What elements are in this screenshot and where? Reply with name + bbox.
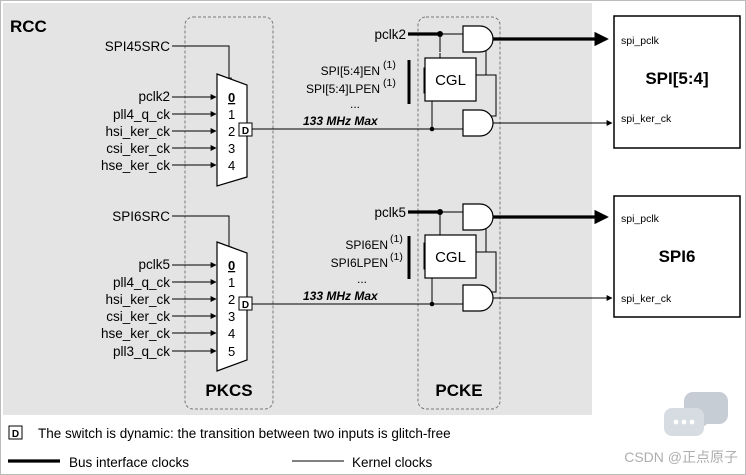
spi45-lpen-label: SPI[5:4]LPEN bbox=[306, 82, 380, 96]
spi6-peripheral-block bbox=[613, 195, 741, 318]
rcc-label: RCC bbox=[10, 17, 47, 36]
spi6-lpen-label: SPI6LPEN bbox=[331, 256, 388, 270]
spi6-en-label: SPI6EN bbox=[345, 238, 388, 252]
spi6-bus-and-gate bbox=[462, 203, 494, 231]
spi45-bus-clock-label: pclk2 bbox=[374, 27, 406, 42]
spi45-mux-index-4: 4 bbox=[228, 158, 235, 173]
spi6-cgl-label: CGL bbox=[435, 249, 466, 266]
spi45-mux bbox=[216, 73, 248, 187]
spi6-mux-index-3: 3 bbox=[228, 309, 235, 324]
spi6-input-4: hse_ker_ck bbox=[101, 326, 170, 341]
watermark-text: CSDN @正点原子 bbox=[624, 449, 738, 465]
spi45-mux-index-1: 1 bbox=[228, 107, 235, 122]
legend-bus-text: Bus interface clocks bbox=[69, 455, 189, 470]
spi6-mux bbox=[216, 241, 248, 372]
spi45-input-4: hse_ker_ck bbox=[101, 158, 170, 173]
legend-dynamic-switch-icon bbox=[8, 425, 23, 440]
spi6-port-kernel: spi_ker_ck bbox=[621, 293, 672, 305]
spi45-mux-index-3: 3 bbox=[228, 141, 235, 156]
spi45-more-label: ... bbox=[350, 97, 360, 111]
spi54-port-kernel: spi_ker_ck bbox=[621, 113, 672, 125]
legend-kernel-text: Kernel clocks bbox=[352, 455, 433, 470]
spi45-input-0: pclk2 bbox=[138, 89, 170, 104]
spi54-peripheral-label: SPI[5:4] bbox=[645, 69, 708, 88]
spi6-en-note: (1) bbox=[390, 233, 403, 245]
spi6-mux-index-4: 4 bbox=[228, 326, 235, 341]
spi6-lpen-note: (1) bbox=[390, 251, 403, 263]
rcc-area bbox=[3, 3, 592, 415]
spi6src-label: SPI6SRC bbox=[112, 209, 170, 224]
watermark: CSDN @正点原子 bbox=[624, 392, 738, 465]
spi6-peripheral-label: SPI6 bbox=[659, 247, 696, 266]
spi45src-label: SPI45SRC bbox=[105, 39, 171, 54]
spi6-mux-index-0: 0 bbox=[228, 258, 235, 273]
spi45-input-1: pll4_q_ck bbox=[113, 107, 170, 122]
spi6-bus-clock-label: pclk5 bbox=[374, 205, 406, 220]
spi6-input-3: csi_ker_ck bbox=[106, 309, 170, 324]
spi45-cgl-label: CGL bbox=[435, 72, 466, 89]
spi6-mux-index-5: 5 bbox=[228, 344, 235, 359]
spi6-input-0: pclk5 bbox=[138, 257, 170, 272]
spi6-d-glyph: D bbox=[242, 300, 249, 311]
spi6-max-freq: 133 MHz Max bbox=[303, 289, 379, 303]
spi6-group: SPI6SRC D pclk5 pll4_q_ck hsi_ker_ck csi… bbox=[101, 195, 741, 372]
spi45-mux-index-0: 0 bbox=[228, 90, 235, 105]
spi45-en-label: SPI[5:4]EN bbox=[321, 64, 380, 78]
spi45-d-glyph: D bbox=[242, 126, 249, 137]
pkcs-block bbox=[184, 16, 274, 410]
spi45-input-2: hsi_ker_ck bbox=[105, 124, 170, 139]
spi6-input-1: pll4_q_ck bbox=[113, 275, 170, 290]
spi6-cgl-block bbox=[424, 234, 477, 279]
pcke-block bbox=[417, 16, 501, 410]
spi45-kernel-and-gate bbox=[462, 109, 494, 137]
spi45-cgl-block bbox=[424, 57, 477, 102]
legend: D The switch is dynamic: the transition … bbox=[8, 425, 451, 470]
spi6-kernel-and-gate bbox=[462, 284, 494, 312]
spi6-mux-index-2: 2 bbox=[228, 292, 235, 307]
pkcs-label: PKCS bbox=[205, 381, 252, 400]
spi45-mux-index-2: 2 bbox=[228, 124, 235, 139]
spi54-peripheral-block bbox=[613, 15, 741, 149]
spi6-mux-index-1: 1 bbox=[228, 275, 235, 290]
spi6-input-2: hsi_ker_ck bbox=[105, 292, 170, 307]
spi45-lpen-note: (1) bbox=[383, 77, 396, 89]
spi45-en-note: (1) bbox=[383, 59, 396, 71]
spi45-bus-and-gate bbox=[462, 25, 494, 53]
legend-d-glyph: D bbox=[12, 429, 19, 440]
spi45-group: SPI45SRC D pclk2 pll4_q_ck hsi_ker_ck cs… bbox=[101, 15, 741, 187]
spi6-port-bus: spi_pclk bbox=[621, 213, 660, 225]
spi6-more-label: ... bbox=[357, 272, 367, 286]
pcke-label: PCKE bbox=[435, 381, 482, 400]
spi45-input-3: csi_ker_ck bbox=[106, 141, 170, 156]
spi6-input-5: pll3_q_ck bbox=[113, 344, 170, 359]
legend-dynamic-text: The switch is dynamic: the transition be… bbox=[38, 426, 451, 441]
spi54-port-bus: spi_pclk bbox=[621, 35, 660, 47]
spi45-max-freq: 133 MHz Max bbox=[303, 114, 379, 128]
